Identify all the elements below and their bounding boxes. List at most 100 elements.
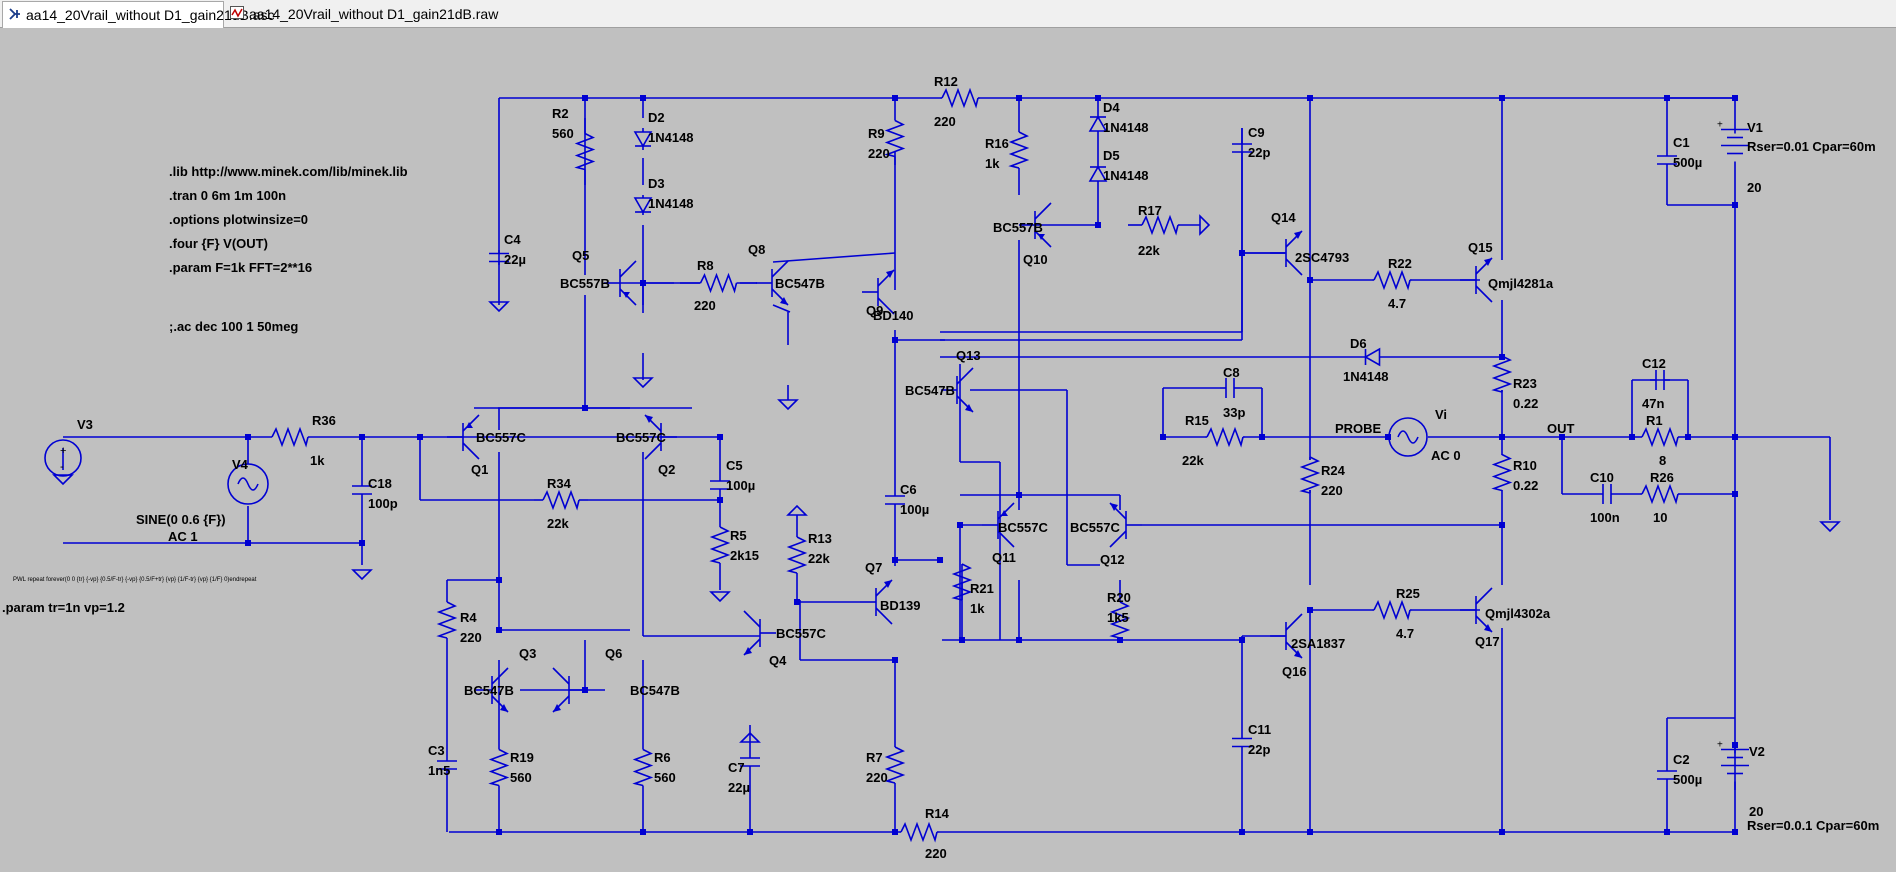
value-r24: 220 [1321,483,1343,498]
junction-dot [640,829,646,835]
transistor-q12 [1109,530,1127,548]
ref-c5: C5 [726,458,743,473]
ref-q15: Q15 [1468,240,1493,255]
junction-dot [892,557,898,563]
value-c12: 47n [1642,396,1664,411]
junction-dot [640,280,646,286]
value-q3: BC547B [464,683,514,698]
junction-dot [959,637,965,643]
transistor-q13 [956,367,974,385]
ref-r26: R26 [1650,470,1674,485]
value-r12: 220 [934,114,956,129]
junction-dot [582,95,588,101]
transistor-arrow [1038,234,1045,240]
value-r2: 560 [552,126,574,141]
vi-value: AC 0 [1431,448,1461,463]
value-c9: 22p [1248,145,1270,160]
ref-q3: Q3 [519,646,536,661]
transistor-q5 [619,260,637,278]
ref-r5: R5 [730,528,747,543]
resistor-r2 [574,132,596,171]
junction-dot [1307,95,1313,101]
resistor-r10 [1491,453,1513,492]
value-r8: 220 [694,298,716,313]
resistor-r1 [1641,426,1679,448]
transistor-arrow [645,415,653,423]
transistor-q8 [771,260,789,278]
ref-r34: R34 [547,476,572,491]
value-r21: 1k [970,601,985,616]
junction-dot [640,95,646,101]
transistor-arrow [466,422,473,428]
ref-r9: R9 [868,126,885,141]
value-r34: 22k [547,516,569,531]
junction-dot [717,497,723,503]
value-q5: BC557B [560,276,610,291]
ref-q4: Q4 [769,653,787,668]
diode-d3 [633,197,653,214]
junction-dot [1732,829,1738,835]
resistor-r20 [1109,601,1131,639]
resistor-r24 [1299,456,1321,494]
resistor-r22 [1373,269,1411,291]
out-label: OUT [1547,421,1575,436]
ref-r15: R15 [1185,413,1209,428]
ref-r20: R20 [1107,590,1131,605]
junction-dot [359,540,365,546]
junction-dot [1239,637,1245,643]
value-r7: 220 [866,770,888,785]
junction-dot [747,829,753,835]
ground-symbol [777,399,799,411]
value-c5: 100µ [726,478,755,493]
value-r4: 220 [460,630,482,645]
v2-params: Rser=0.0.1 Cpar=60m [1747,818,1879,833]
value-r9: 220 [868,146,890,161]
junction-dot [1732,491,1738,497]
v4-value: SINE(0 0.6 {F}) [136,512,226,527]
junction-dot [1016,492,1022,498]
value-q14: 2SC4793 [1295,250,1349,265]
value-r20: 1k5 [1107,610,1129,625]
junction-dot [245,434,251,440]
diode-d4 [1088,115,1108,132]
ref-q8: Q8 [748,242,765,257]
spice-directive: .tran 0 6m 1m 100n [169,188,286,203]
ground-symbol [488,301,510,313]
junction-dot [892,337,898,343]
spice-directive: .options plotwinsize=0 [169,212,308,227]
value-c4: 22µ [504,252,526,267]
value-r14: 220 [925,846,947,861]
tab-waveform[interactable]: aa14_20Vrail_without D1_gain21dB.raw [224,1,498,27]
transistor-q11 [997,502,1015,520]
value-c6: 100µ [900,502,929,517]
value-c7: 22µ [728,780,750,795]
value-r15: 22k [1182,453,1204,468]
value-q11: BC557C [998,520,1048,535]
ref-r22: R22 [1388,256,1412,271]
ground-symbol [351,569,373,581]
junction-dot [937,557,943,563]
ref-r24: R24 [1321,463,1346,478]
value-q16: 2SA1837 [1291,636,1345,651]
transistor-q1 [462,414,480,432]
ref-r13: R13 [808,531,832,546]
value-r13: 22k [808,551,830,566]
transistor-q16 [1285,613,1303,631]
ref-c4: C4 [504,232,521,247]
ref-d5: D5 [1103,148,1120,163]
ref-v4: V4 [232,457,249,472]
ref-r36: R36 [312,413,336,428]
resistor-r34 [542,489,580,511]
tab-schematic[interactable]: aa14_20Vrail_without D1_gain21dB.asc [2,1,275,28]
value-q2: BC557C [616,430,666,445]
junction-dot [892,657,898,663]
transistor-arrow [553,704,561,712]
transistor-q17 [1475,587,1493,605]
junction-dot [496,627,502,633]
ref-q13: Q13 [956,348,981,363]
v1-params: Rser=0.01 Cpar=60m [1747,139,1876,154]
junction-dot [1307,277,1313,283]
junction-dot [1664,829,1670,835]
ground-symbol [1819,521,1841,533]
